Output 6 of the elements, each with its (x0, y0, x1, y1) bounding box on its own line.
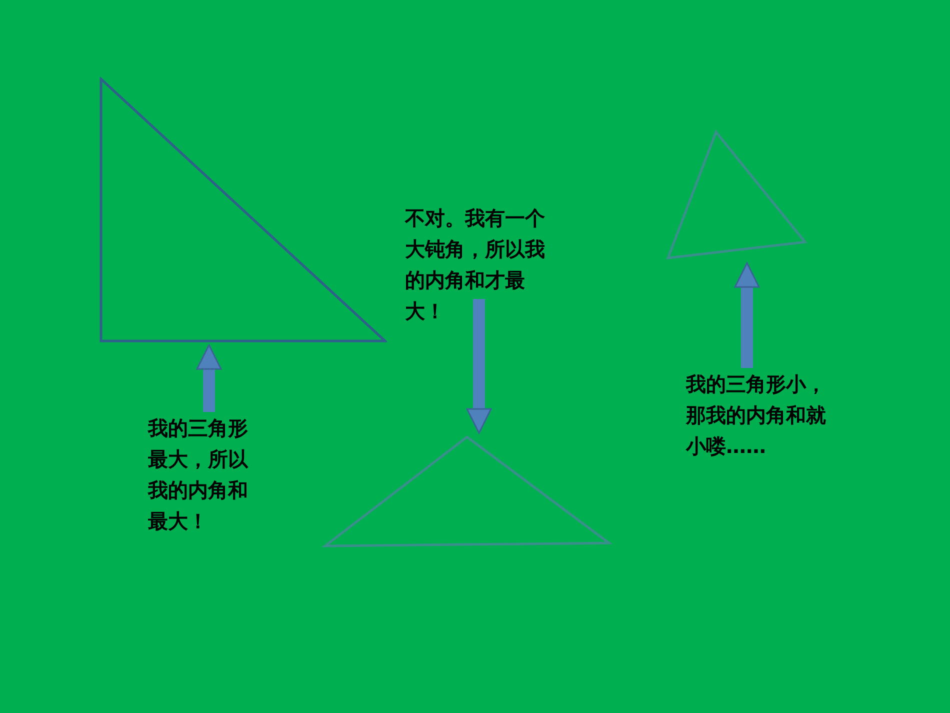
block-arrow (466, 299, 492, 434)
block-arrow (196, 344, 222, 412)
speech-text: 我的三角形最大，所以我的内角和最大！ (148, 415, 250, 535)
block-arrow (734, 262, 760, 368)
speech-text: 我的三角形小，那我的内角和就小喽…… (686, 371, 827, 460)
speech-text: 不对。我有一个大钝角，所以我的内角和才最大！ (405, 205, 546, 325)
